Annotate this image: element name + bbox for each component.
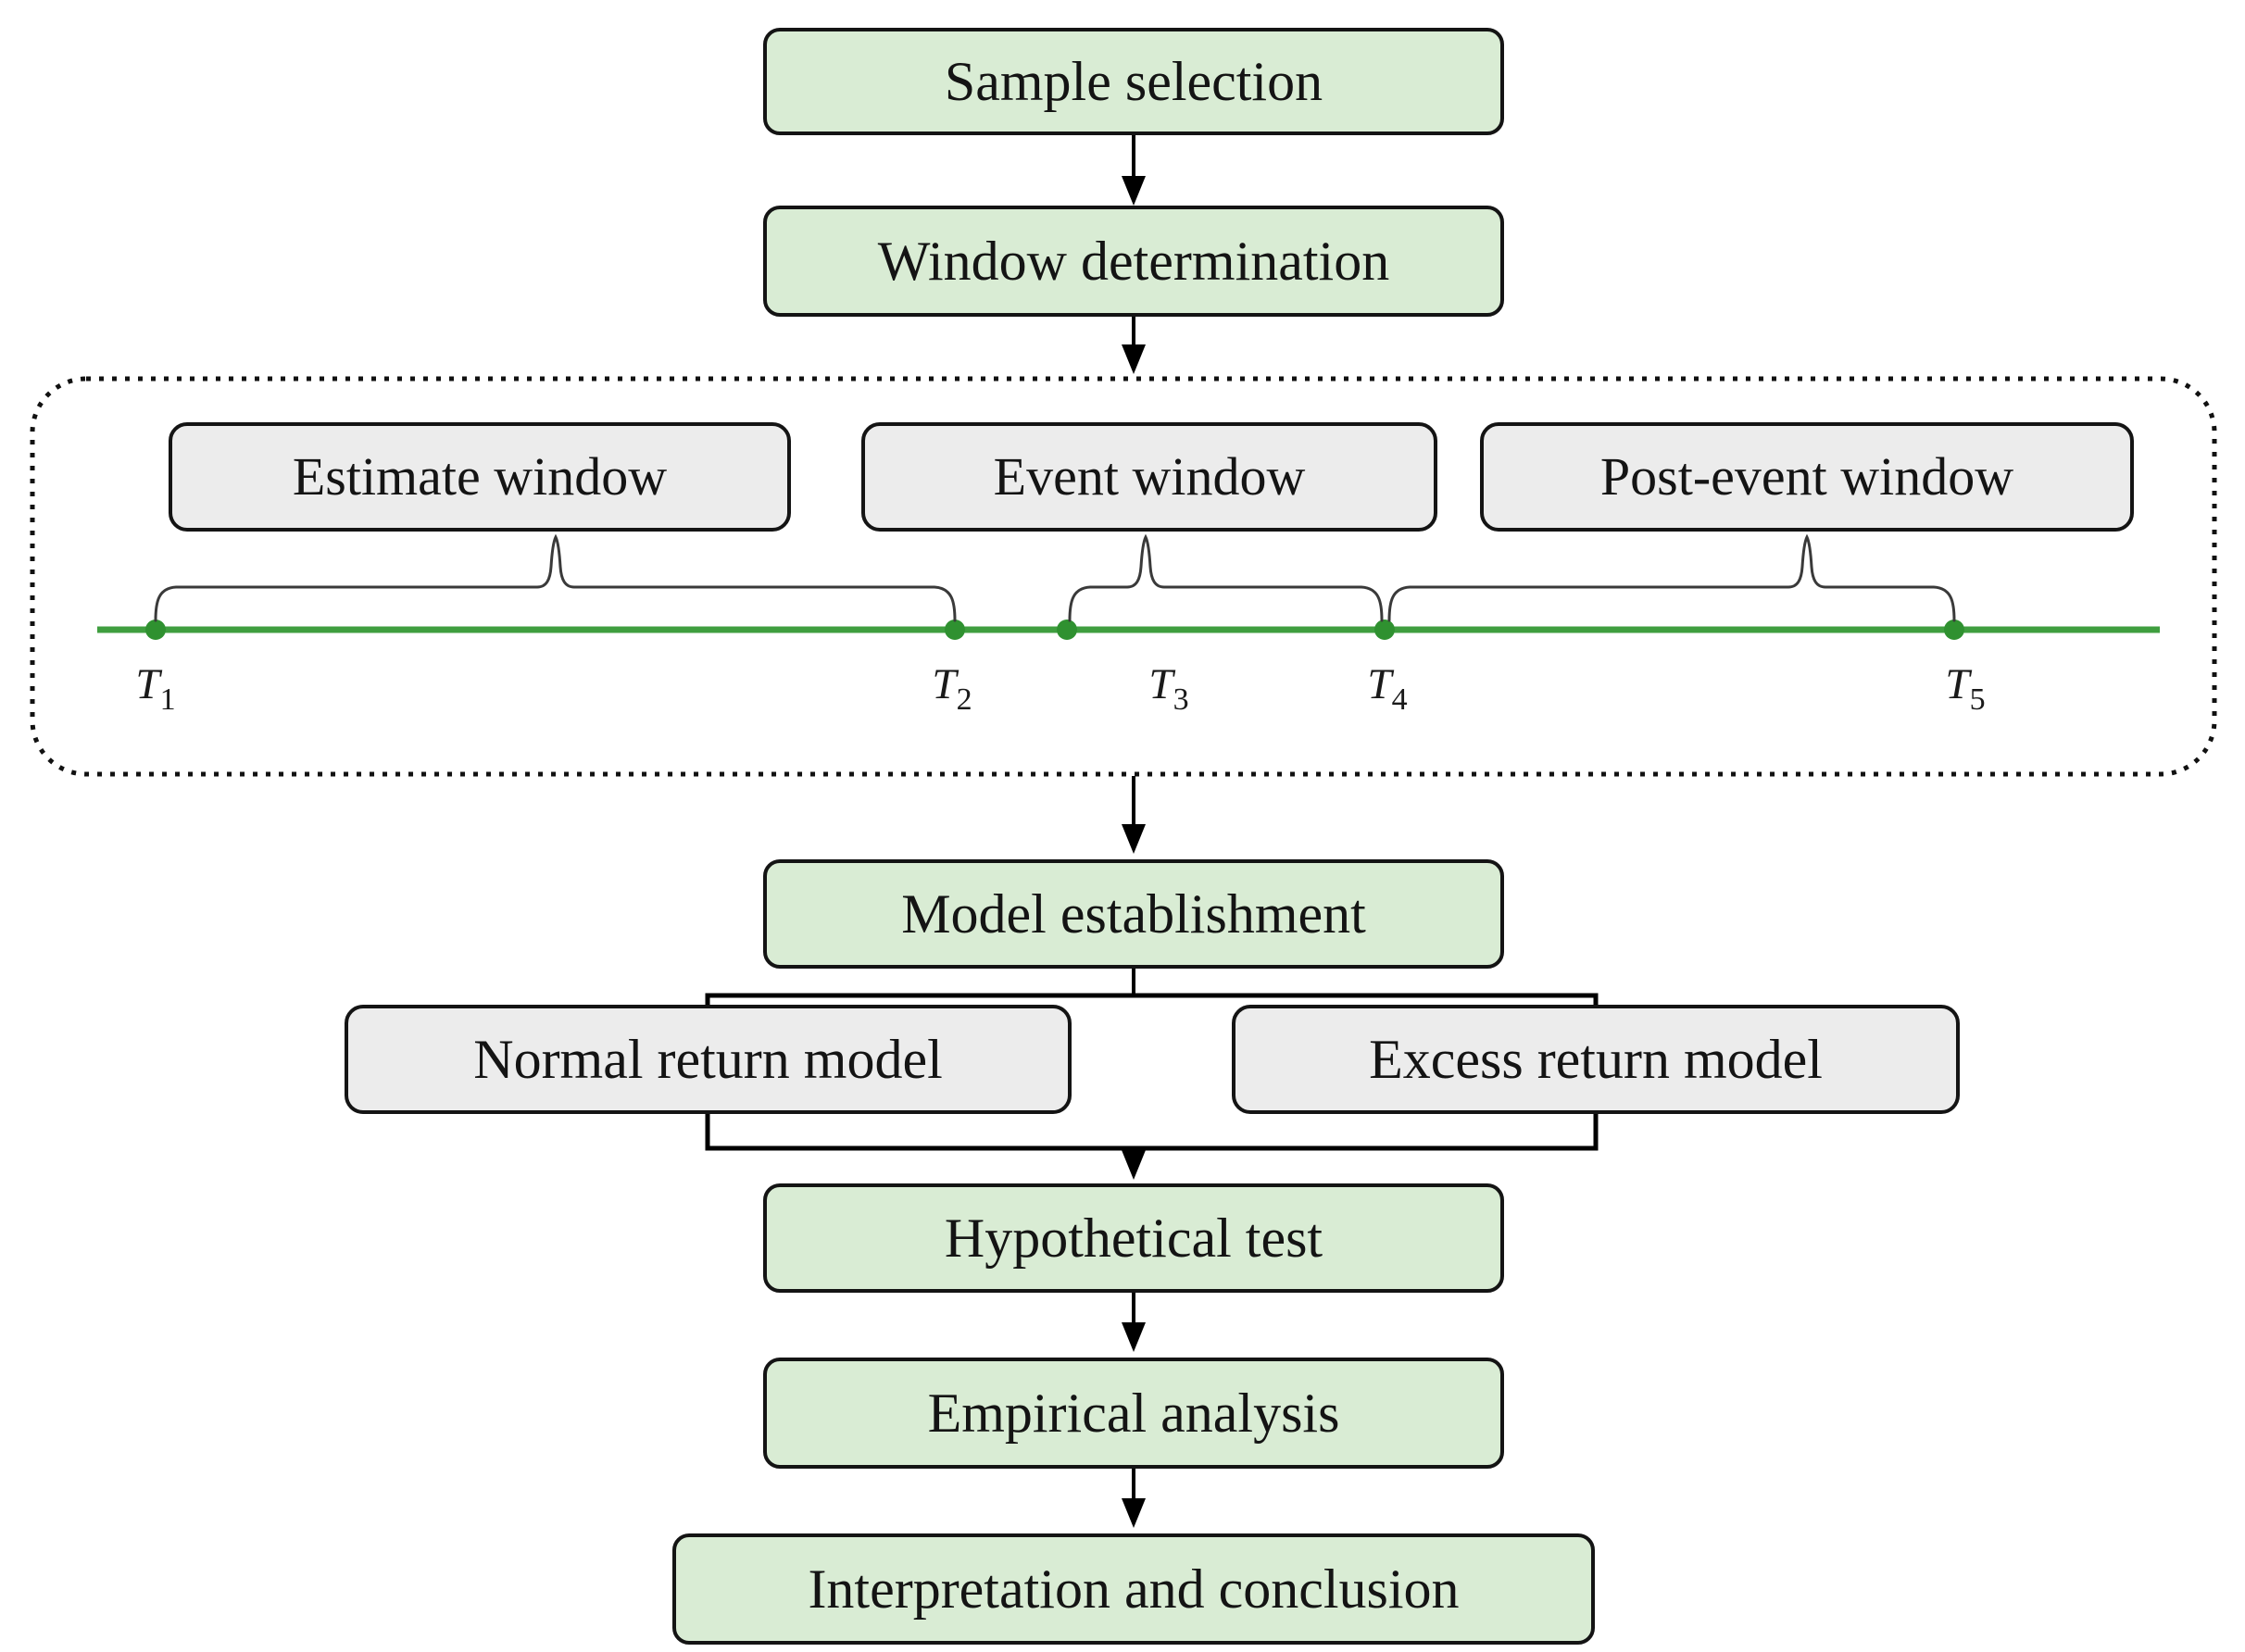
node-label: Window determination bbox=[877, 230, 1390, 292]
node-event-window: Event window bbox=[861, 422, 1437, 532]
brace-estimate-window bbox=[154, 533, 957, 622]
node-estimate-window: Estimate window bbox=[169, 422, 791, 532]
flow-arrow-1 bbox=[1122, 135, 1146, 206]
timeline-label-t4: T4 bbox=[1367, 659, 1407, 715]
timeline-label-t3: T3 bbox=[1148, 659, 1188, 715]
t-sub: 5 bbox=[1969, 682, 1986, 717]
node-sample-selection: Sample selection bbox=[763, 28, 1504, 135]
flow-arrow-6 bbox=[1122, 1469, 1146, 1528]
t-base: T bbox=[1945, 660, 1970, 708]
node-label: Excess return model bbox=[1369, 1028, 1823, 1090]
node-label: Interpretation and conclusion bbox=[808, 1558, 1460, 1620]
t-sub: 4 bbox=[1391, 682, 1408, 717]
node-normal-return-model: Normal return model bbox=[345, 1005, 1072, 1114]
node-hypothetical-test: Hypothetical test bbox=[763, 1183, 1504, 1293]
node-label: Empirical analysis bbox=[927, 1382, 1340, 1444]
brace-event-window bbox=[1068, 533, 1384, 622]
t-base: T bbox=[932, 660, 957, 708]
timeline-label-t2: T2 bbox=[932, 659, 972, 715]
flow-arrow-5 bbox=[1122, 1293, 1146, 1352]
node-window-determination: Window determination bbox=[763, 206, 1504, 317]
node-interpretation-and-conclusion: Interpretation and conclusion bbox=[672, 1533, 1595, 1645]
timeline-dot-t1 bbox=[145, 620, 166, 640]
brace-post-event-window bbox=[1387, 533, 1956, 622]
t-base: T bbox=[135, 660, 160, 708]
node-label: Post-event window bbox=[1599, 445, 2014, 507]
node-label: Hypothetical test bbox=[944, 1207, 1323, 1269]
timeline-dot-t5 bbox=[1944, 620, 1964, 640]
t-sub: 2 bbox=[956, 682, 972, 717]
timeline-dot-t3 bbox=[1057, 620, 1077, 640]
t-base: T bbox=[1148, 660, 1173, 708]
timeline-label-t5: T5 bbox=[1945, 659, 1985, 715]
node-model-establishment: Model establishment bbox=[763, 859, 1504, 969]
node-label: Model establishment bbox=[901, 882, 1366, 945]
node-empirical-analysis: Empirical analysis bbox=[763, 1358, 1504, 1469]
timeline-label-t1: T1 bbox=[135, 659, 175, 715]
flow-arrow-2 bbox=[1122, 317, 1146, 374]
flow-arrow-4 bbox=[1122, 1148, 1146, 1180]
flow-arrow-3 bbox=[1122, 776, 1146, 854]
t-sub: 3 bbox=[1173, 682, 1189, 717]
node-label: Estimate window bbox=[292, 445, 668, 507]
dotted-container-border bbox=[30, 376, 2217, 777]
node-label: Event window bbox=[993, 445, 1306, 507]
node-post-event-window: Post-event window bbox=[1480, 422, 2134, 532]
t-base: T bbox=[1367, 660, 1392, 708]
node-label: Normal return model bbox=[473, 1028, 943, 1090]
timeline-dot-t4 bbox=[1374, 620, 1395, 640]
node-label: Sample selection bbox=[944, 50, 1323, 112]
node-excess-return-model: Excess return model bbox=[1232, 1005, 1960, 1114]
t-sub: 1 bbox=[159, 682, 176, 717]
timeline-dot-t2 bbox=[945, 620, 965, 640]
